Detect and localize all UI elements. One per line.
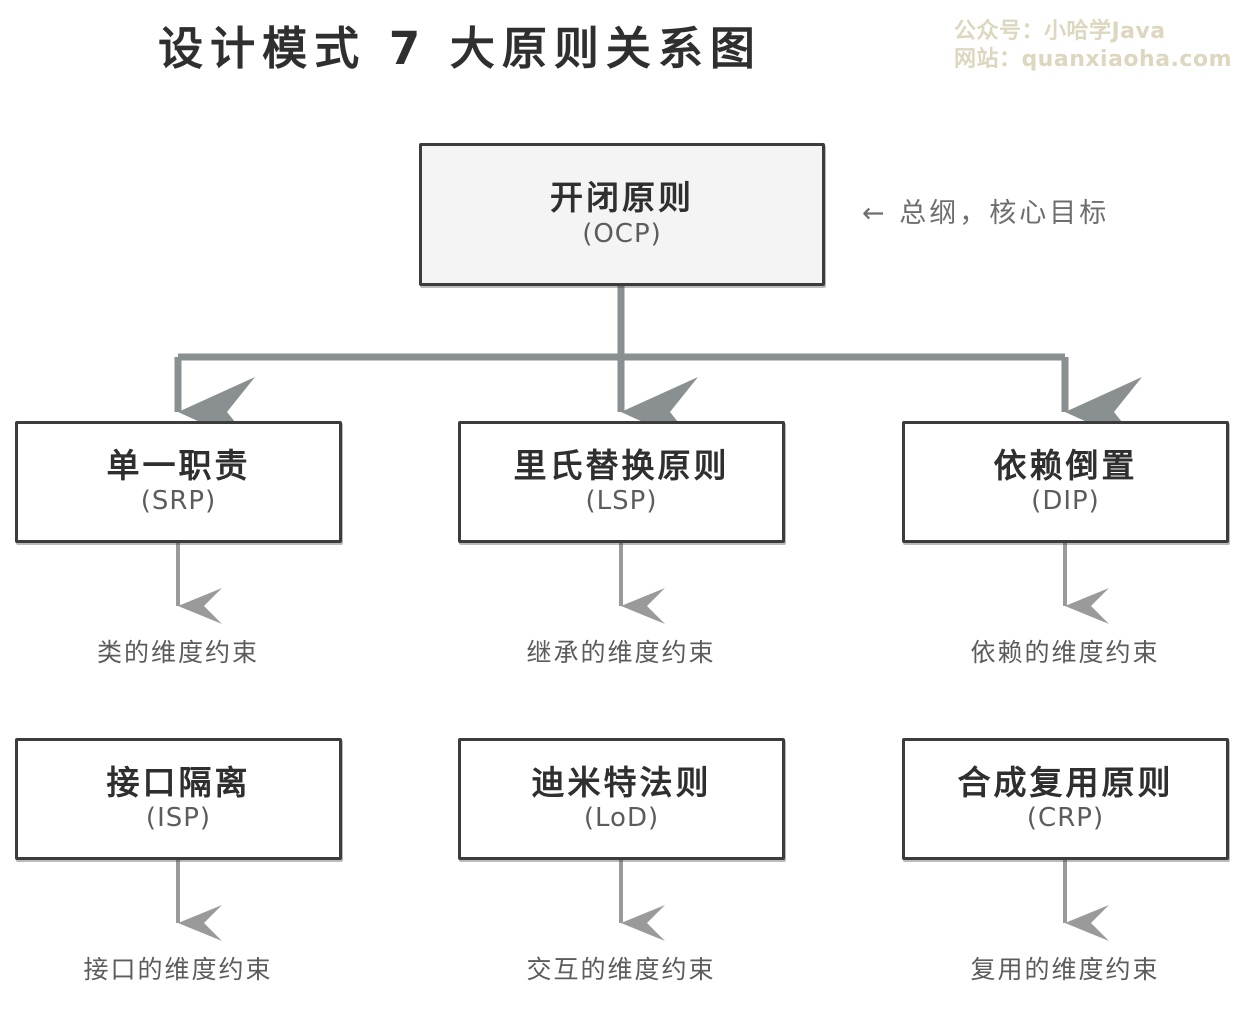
node-lod-title: 迪米特法则 [531,762,712,802]
node-ocp[interactable]: 开闭原则 (OCP) [419,143,825,286]
node-dip[interactable]: 依赖倒置 (DIP) [902,421,1229,543]
node-crp[interactable]: 合成复用原则 (CRP) [902,738,1229,860]
node-dip-abbrev: (DIP) [1031,486,1100,517]
node-ocp-abbrev: (OCP) [582,218,662,249]
watermark-website-line: 网站：quanxiaoha.com [953,47,1232,73]
node-srp-abbrev: (SRP) [140,486,217,517]
caption-dip: 依赖的维度约束 [970,638,1160,667]
node-crp-abbrev: (CRP) [1026,803,1105,834]
node-isp-abbrev: (ISP) [145,803,212,834]
node-crp-title: 合成复用原则 [957,762,1174,802]
caption-isp: 接口的维度约束 [83,955,273,984]
node-lod[interactable]: 迪米特法则 (LoD) [458,738,785,860]
node-lod-abbrev: (LoD) [583,803,660,834]
caption-lod: 交互的维度约束 [526,955,716,984]
page-title: 设计模式 7 大原则关系图 [158,22,762,75]
node-isp-title: 接口隔离 [106,762,251,802]
caption-crp: 复用的维度约束 [970,955,1160,984]
watermark: 公众号：小哈学Java 网站：quanxiaoha.com [954,18,1232,74]
watermark-wechat-line: 公众号：小哈学Java [953,19,1166,44]
caption-lsp: 继承的维度约束 [526,638,716,667]
caption-srp: 类的维度约束 [96,638,259,667]
root-annotation: ← 总纲，核心目标 [862,198,1110,229]
node-srp-title: 单一职责 [106,445,251,485]
node-ocp-title: 开闭原则 [550,178,694,218]
node-lsp-abbrev: (LSP) [585,486,658,517]
node-lsp-title: 里氏替换原则 [513,445,730,485]
node-dip-title: 依赖倒置 [993,445,1138,485]
node-srp[interactable]: 单一职责 (SRP) [15,421,342,543]
node-lsp[interactable]: 里氏替换原则 (LSP) [458,421,785,543]
node-isp[interactable]: 接口隔离 (ISP) [15,738,342,860]
